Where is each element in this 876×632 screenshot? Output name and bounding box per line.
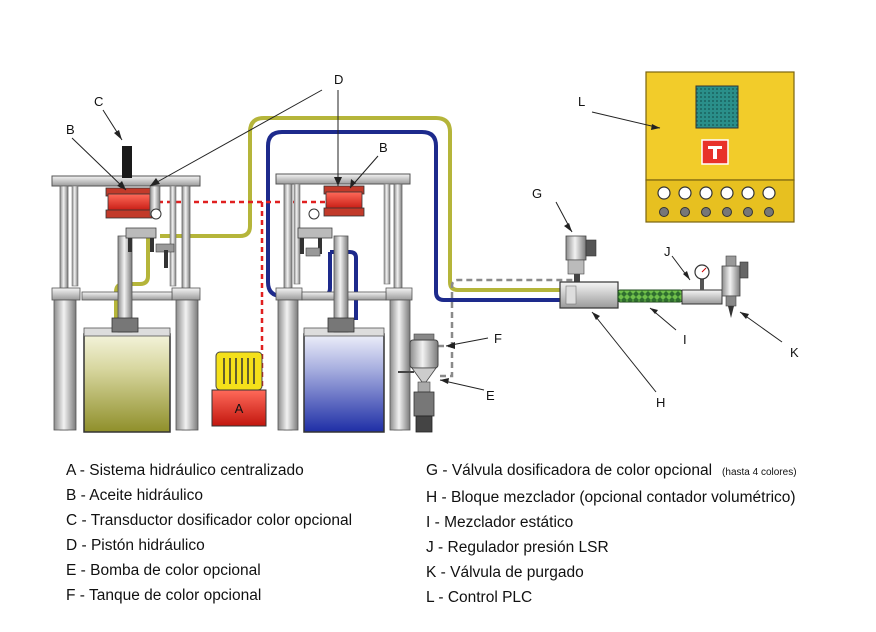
callout-j: J — [664, 244, 671, 259]
lsr-dosing-system-diagram: A B B C D E F G H I J K L — [51, 71, 799, 433]
legend-left: A - Sistema hidráulico centralizado B - … — [66, 458, 352, 608]
plc-control-cabinet — [645, 71, 795, 223]
color-line — [440, 272, 578, 378]
legend-item-g-note: (hasta 4 colores) — [722, 467, 797, 478]
legend-item-k: K - Válvula de purgado — [426, 564, 584, 581]
callout-d: D — [334, 72, 343, 87]
leader-arrowheads — [114, 124, 749, 384]
callout-b-right: B — [379, 140, 388, 155]
legend-right: G - Válvula dosificadora de color opcion… — [426, 458, 797, 610]
callout-e: E — [486, 388, 495, 403]
legend-item-g-text: G - Válvula dosificadora de color opcion… — [426, 462, 713, 479]
purge-valve — [721, 255, 749, 318]
legend-item-d: D - Pistón hidráulico — [66, 537, 205, 554]
mixing-block — [559, 281, 619, 309]
plc-screen — [695, 85, 739, 129]
right-pump-valves — [297, 208, 333, 257]
legend-item-l: L - Control PLC — [426, 589, 533, 606]
static-mixer — [617, 289, 683, 303]
callout-a: A — [235, 401, 244, 416]
left-drum-press — [51, 175, 201, 433]
color-dosing-valve — [565, 235, 597, 282]
pressure-regulator — [681, 264, 723, 305]
left-transducer — [122, 146, 132, 178]
callout-i: I — [683, 332, 687, 347]
plc-knobs — [659, 207, 774, 217]
navy-feed-line — [330, 250, 358, 320]
hydraulic-unit — [211, 351, 267, 427]
callout-g: G — [532, 186, 542, 201]
color-tank — [409, 333, 439, 383]
callout-h: H — [656, 395, 665, 410]
callout-c: C — [94, 94, 103, 109]
callout-f: F — [494, 331, 502, 346]
legend-item-f: F - Tanque de color opcional — [66, 587, 262, 604]
callout-b-left: B — [66, 122, 75, 137]
legend-item-g: G - Válvula dosificadora de color opcion… — [426, 458, 797, 485]
legend-item-c: C - Transductor dosificador color opcion… — [66, 512, 353, 529]
right-drum — [303, 333, 385, 433]
plc-gauges — [657, 186, 776, 200]
callout-l: L — [578, 94, 585, 109]
legend-item-h: H - Bloque mezclador (opcional contador … — [426, 489, 796, 506]
left-hydraulic-cylinder — [105, 185, 161, 219]
right-hydraulic-cylinder — [323, 185, 365, 217]
legend-item-i: I - Mezclador estático — [426, 514, 574, 531]
left-pump-valves — [125, 208, 175, 268]
color-pump — [398, 371, 435, 433]
right-drum-press — [275, 173, 413, 433]
legend-item-b: B - Aceite hidráulico — [66, 487, 203, 504]
legend-item-j: J - Regulador presión LSR — [426, 539, 609, 556]
legend-item-a: A - Sistema hidráulico centralizado — [66, 462, 304, 479]
left-drum — [83, 333, 171, 433]
leader-lines — [71, 89, 783, 393]
callout-k: K — [790, 345, 799, 360]
legend-item-e: E - Bomba de color opcional — [66, 562, 261, 579]
